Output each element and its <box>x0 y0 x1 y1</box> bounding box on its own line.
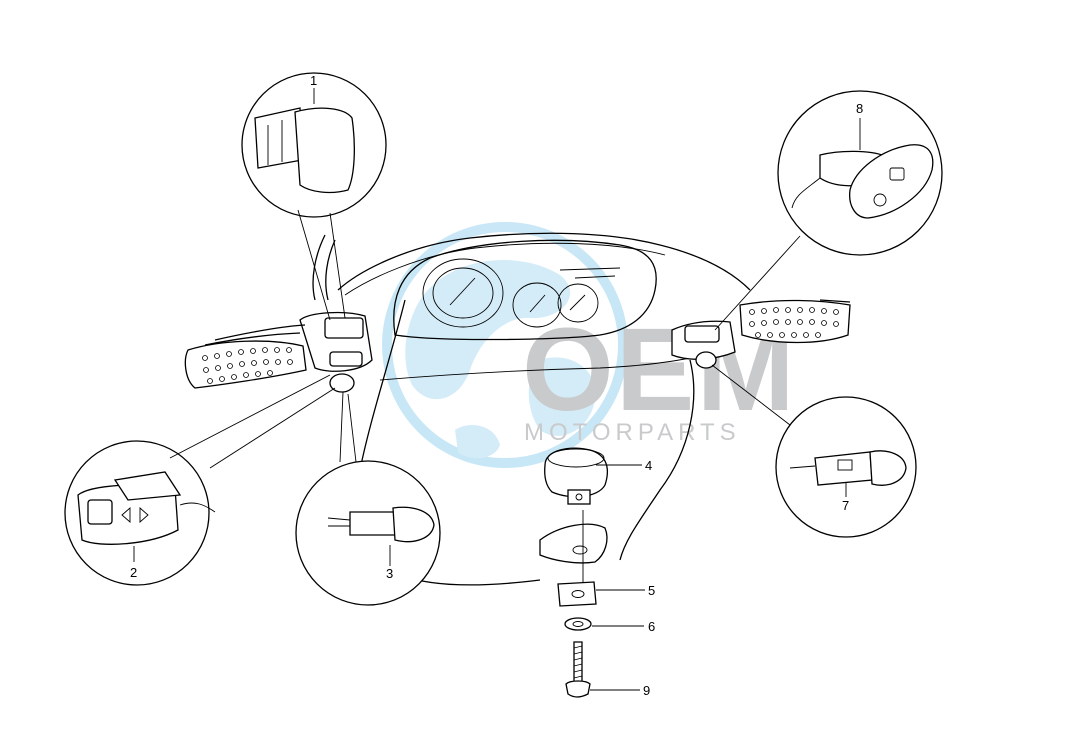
detail-bubble-7 <box>711 364 917 538</box>
detail-bubble-1 <box>241 72 387 321</box>
screw <box>565 641 591 698</box>
callout-4: 4 <box>645 458 652 473</box>
globe-icon <box>382 222 628 468</box>
handlebar-assembly <box>184 232 851 586</box>
callouts: 1 2 3 4 5 6 7 8 9 <box>130 73 863 698</box>
callout-7: 7 <box>842 498 849 513</box>
callout-3: 3 <box>386 566 393 581</box>
washer <box>564 617 592 631</box>
callout-2: 2 <box>130 565 137 580</box>
watermark: OEM MOTORPARTS <box>382 222 795 468</box>
horn <box>544 447 608 505</box>
detail-bubble-2 <box>64 374 336 586</box>
leader-lines <box>133 88 861 691</box>
callout-6: 6 <box>648 619 655 634</box>
horn-bracket <box>539 510 608 585</box>
clip-nut <box>557 581 597 607</box>
callout-8: 8 <box>856 101 863 116</box>
callout-9: 9 <box>643 683 650 698</box>
right-grip-texture <box>749 307 839 338</box>
callout-5: 5 <box>648 583 655 598</box>
detail-bubble-8 <box>714 90 943 331</box>
detail-bubble-3 <box>295 391 441 606</box>
left-grip-texture <box>202 347 293 384</box>
watermark-tagline: MOTORPARTS <box>524 419 741 446</box>
callout-1: 1 <box>310 73 317 88</box>
